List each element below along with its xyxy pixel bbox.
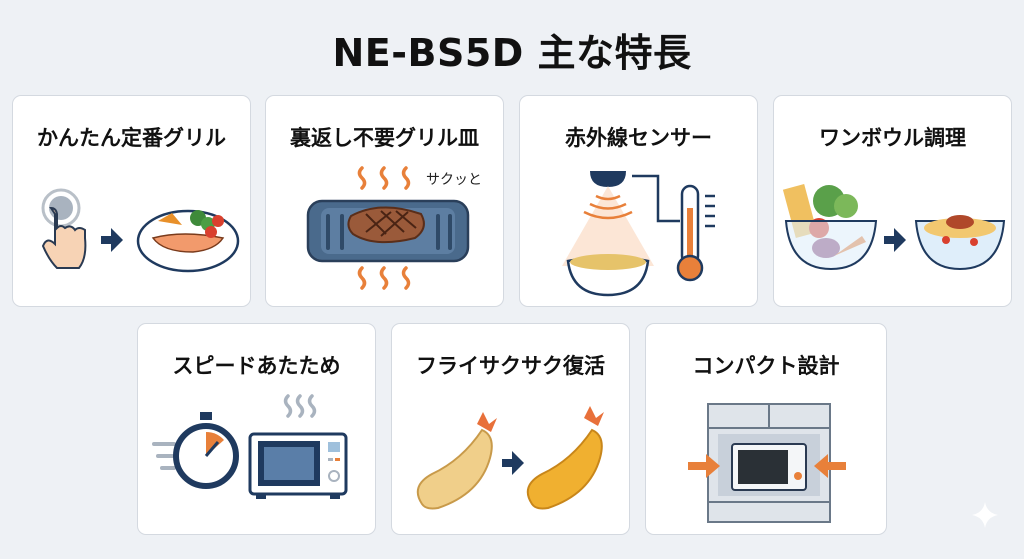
stopwatch-microwave-icon xyxy=(152,394,348,499)
feature-card-compact-design: コンパクト設計 xyxy=(645,323,887,535)
feature-card-speed-reheat: スピードあたため xyxy=(137,323,376,535)
feature-card-fry-crisp-revival: フライサクサク復活 xyxy=(391,323,630,535)
feature-label: コンパクト設計 xyxy=(692,354,840,378)
feature-label: スピードあたため xyxy=(172,354,341,378)
touch-to-grilled-salmon-icon xyxy=(41,188,240,273)
feature-label: フライサクサク復活 xyxy=(416,354,605,378)
feature-label: かんたん定番グリル xyxy=(37,126,226,150)
feature-card-one-bowl-cooking: ワンボウル調理 xyxy=(773,95,1012,307)
infrared-sensor-thermometer-icon xyxy=(562,171,715,297)
feature-card-infrared-sensor: 赤外線センサー xyxy=(519,95,758,307)
feature-card-no-flip-grill-plate: 裏返し不要グリル皿 サクッと xyxy=(265,95,504,307)
sparkle-icon xyxy=(972,502,998,528)
page-title: NE-BS5D 主な特長 xyxy=(332,31,692,75)
bowl-ingredients-to-pasta-icon xyxy=(782,184,1006,271)
fried-shrimp-crisp-icon xyxy=(416,406,604,510)
feature-card-easy-grill: かんたん定番グリル xyxy=(12,95,251,307)
feature-label: ワンボウル調理 xyxy=(819,126,966,150)
grill-plate-steak-icon: サクッと xyxy=(306,166,482,290)
grill-caption: サクッと xyxy=(426,172,482,188)
microwave-in-cabinet-icon xyxy=(688,403,846,523)
feature-label: 裏返し不要グリル皿 xyxy=(290,126,479,150)
feature-label: 赤外線センサー xyxy=(565,126,712,150)
